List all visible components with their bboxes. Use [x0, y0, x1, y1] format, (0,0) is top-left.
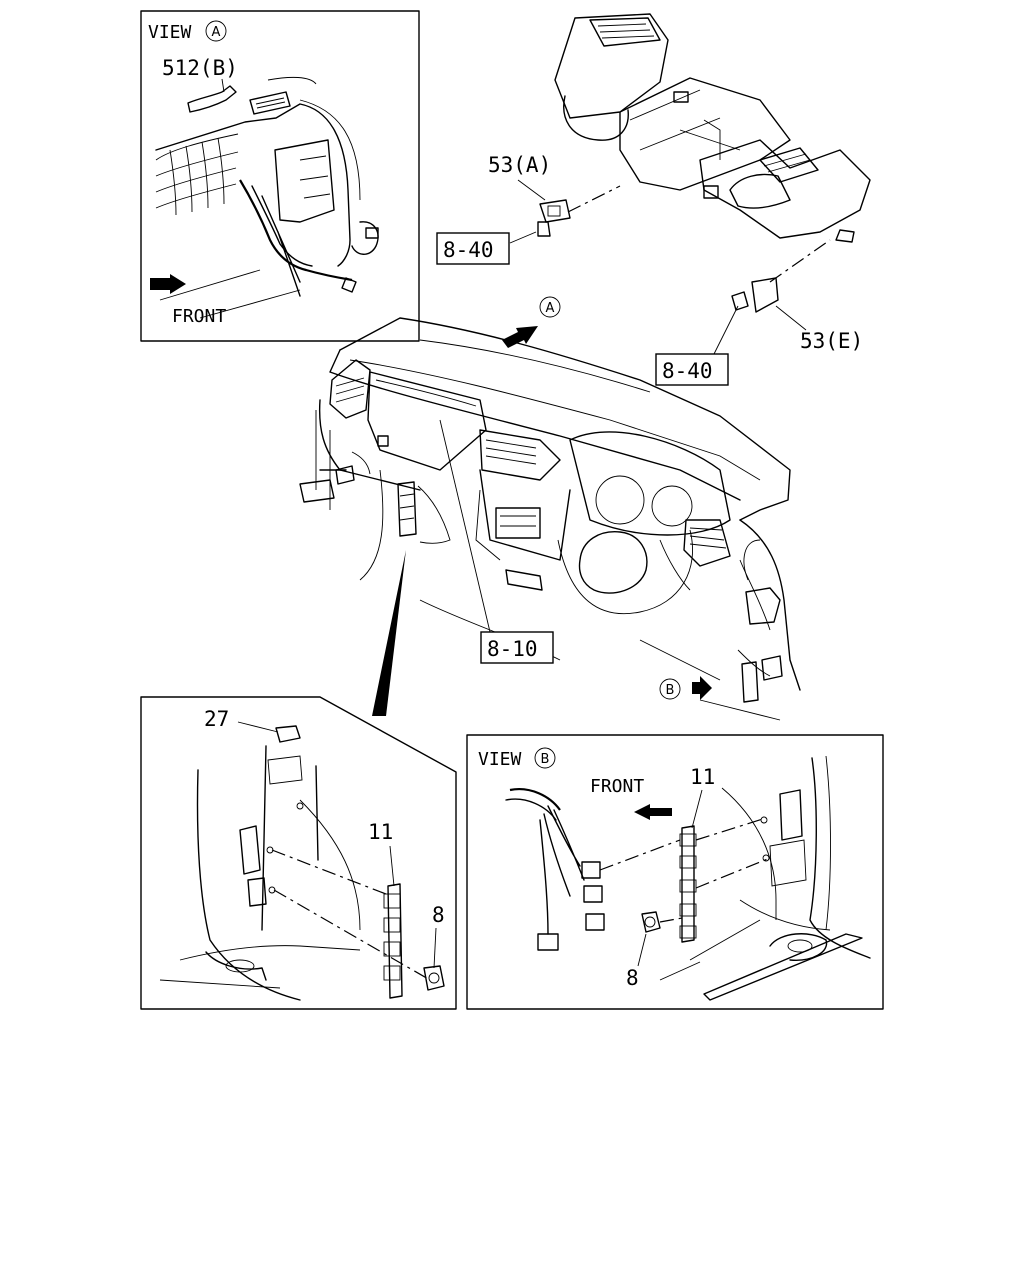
dash-left-vent: [329, 359, 371, 419]
left-pillar-connectors: [397, 481, 417, 537]
view-b-part-8-label: 8: [626, 966, 639, 990]
view-a-connector: [351, 221, 379, 255]
bracket-53a: [539, 199, 571, 223]
detail-left-floor-recess: [205, 951, 267, 981]
view-b-marker-circle: [534, 747, 556, 769]
detail-left-frame: [140, 696, 457, 1010]
right-connector-bottom: [761, 655, 783, 681]
view-b-harness: [509, 788, 561, 811]
part-53a-group: 53(A) 8-40: [436, 153, 621, 265]
heater-unit: [554, 13, 871, 243]
view-a-module: [274, 139, 335, 223]
view-a-front-label: FRONT: [172, 306, 226, 327]
view-a-marker: A: [212, 25, 221, 40]
view-a-title: VIEW: [148, 22, 192, 43]
arrow-a-marker: A: [546, 301, 555, 316]
view-b-front-label: FRONT: [590, 776, 644, 797]
ref-8-40-bottom: 8-40: [662, 359, 713, 383]
detail-left-bolt-8: [423, 965, 445, 991]
dash-top-edge: [339, 317, 791, 521]
part-53e-label: 53(E): [800, 329, 863, 353]
view-b-bracket-11: [681, 825, 695, 943]
connector-b1: [581, 861, 601, 879]
arrow-a-marker-circle: [539, 296, 561, 318]
arrow-b-icon: [692, 676, 712, 700]
connector-b3: [585, 913, 605, 931]
detail-left-pillar: [196, 769, 301, 1001]
bracket-53e: [751, 277, 779, 313]
dash-right-vent: [683, 519, 731, 567]
part-512b-label: 512(B): [162, 56, 238, 80]
view-b-pillar: [809, 757, 871, 959]
view-a-dash-ribs: [155, 133, 239, 209]
view-b-floor-sill: [703, 933, 863, 1001]
detail-left-bracket-11: [387, 883, 403, 999]
view-b-marker: B: [541, 752, 550, 767]
arrow-b-marker: B: [666, 683, 675, 698]
pad-27: [275, 725, 301, 743]
view-b-panel: VIEW B FRONT 11 8: [466, 734, 884, 1010]
ref-8-10: 8-10: [487, 637, 538, 661]
connector-b4: [537, 933, 559, 951]
clip-53e: [731, 291, 749, 311]
heater-core-case: [619, 77, 791, 191]
view-b-part-11-label: 11: [690, 765, 715, 789]
ref-8-10-box: [480, 631, 554, 664]
radio-unit: [495, 507, 541, 539]
dash-upper-panel: [367, 371, 487, 471]
view-a-panel: VIEW A 512(B) FRONT: [140, 10, 420, 342]
part-27-label: 27: [204, 707, 229, 731]
heater-outlet-case: [699, 139, 871, 239]
view-b-floor-recess: [769, 933, 828, 961]
dashboard-assembly: A: [299, 296, 801, 721]
steering-wheel-hub: [578, 531, 648, 594]
clip-53a: [537, 221, 551, 237]
heater-blower: [563, 95, 629, 141]
detail-left-part-8-label: 8: [432, 903, 445, 927]
view-b-bolt-8: [641, 911, 661, 933]
part-53e-group: 53(E) 8-40: [655, 239, 863, 386]
arrow-a-icon: [502, 326, 538, 348]
view-b-front-arrow-icon: [634, 804, 672, 820]
view-a-dash-outline: [155, 103, 351, 267]
arrow-b-marker-circle: [659, 678, 681, 700]
view-a-vent: [249, 91, 291, 115]
ref-8-40-top: 8-40: [443, 238, 494, 262]
instrument-cluster: [569, 431, 731, 536]
detail-left-panel: 27 11 8: [140, 696, 457, 1010]
ref-8-40-top-box: [436, 232, 510, 265]
connector-b2: [583, 885, 603, 903]
left-connector: [299, 469, 347, 503]
view-a-harness: [239, 179, 353, 282]
view-a-front-arrow-icon: [150, 274, 186, 294]
detail-left-part-11-label: 11: [368, 820, 393, 844]
hose-512b: [187, 85, 237, 113]
view-b-title: VIEW: [478, 749, 522, 770]
view-a-marker-circle: [205, 20, 227, 42]
dash-center-console: [479, 469, 571, 561]
right-connector-top: [745, 587, 781, 625]
view-b-frame: [466, 734, 884, 1010]
view-a-frame: [140, 10, 420, 342]
dash-center-vent: [479, 429, 561, 481]
part-53a-label: 53(A): [488, 153, 551, 177]
ref-8-40-bottom-box: [655, 353, 729, 386]
heater-duct-left: [554, 13, 669, 119]
detail-left-clip: [239, 825, 261, 875]
zoom-wedge: [372, 550, 406, 716]
part-512b-leader: [221, 78, 225, 93]
